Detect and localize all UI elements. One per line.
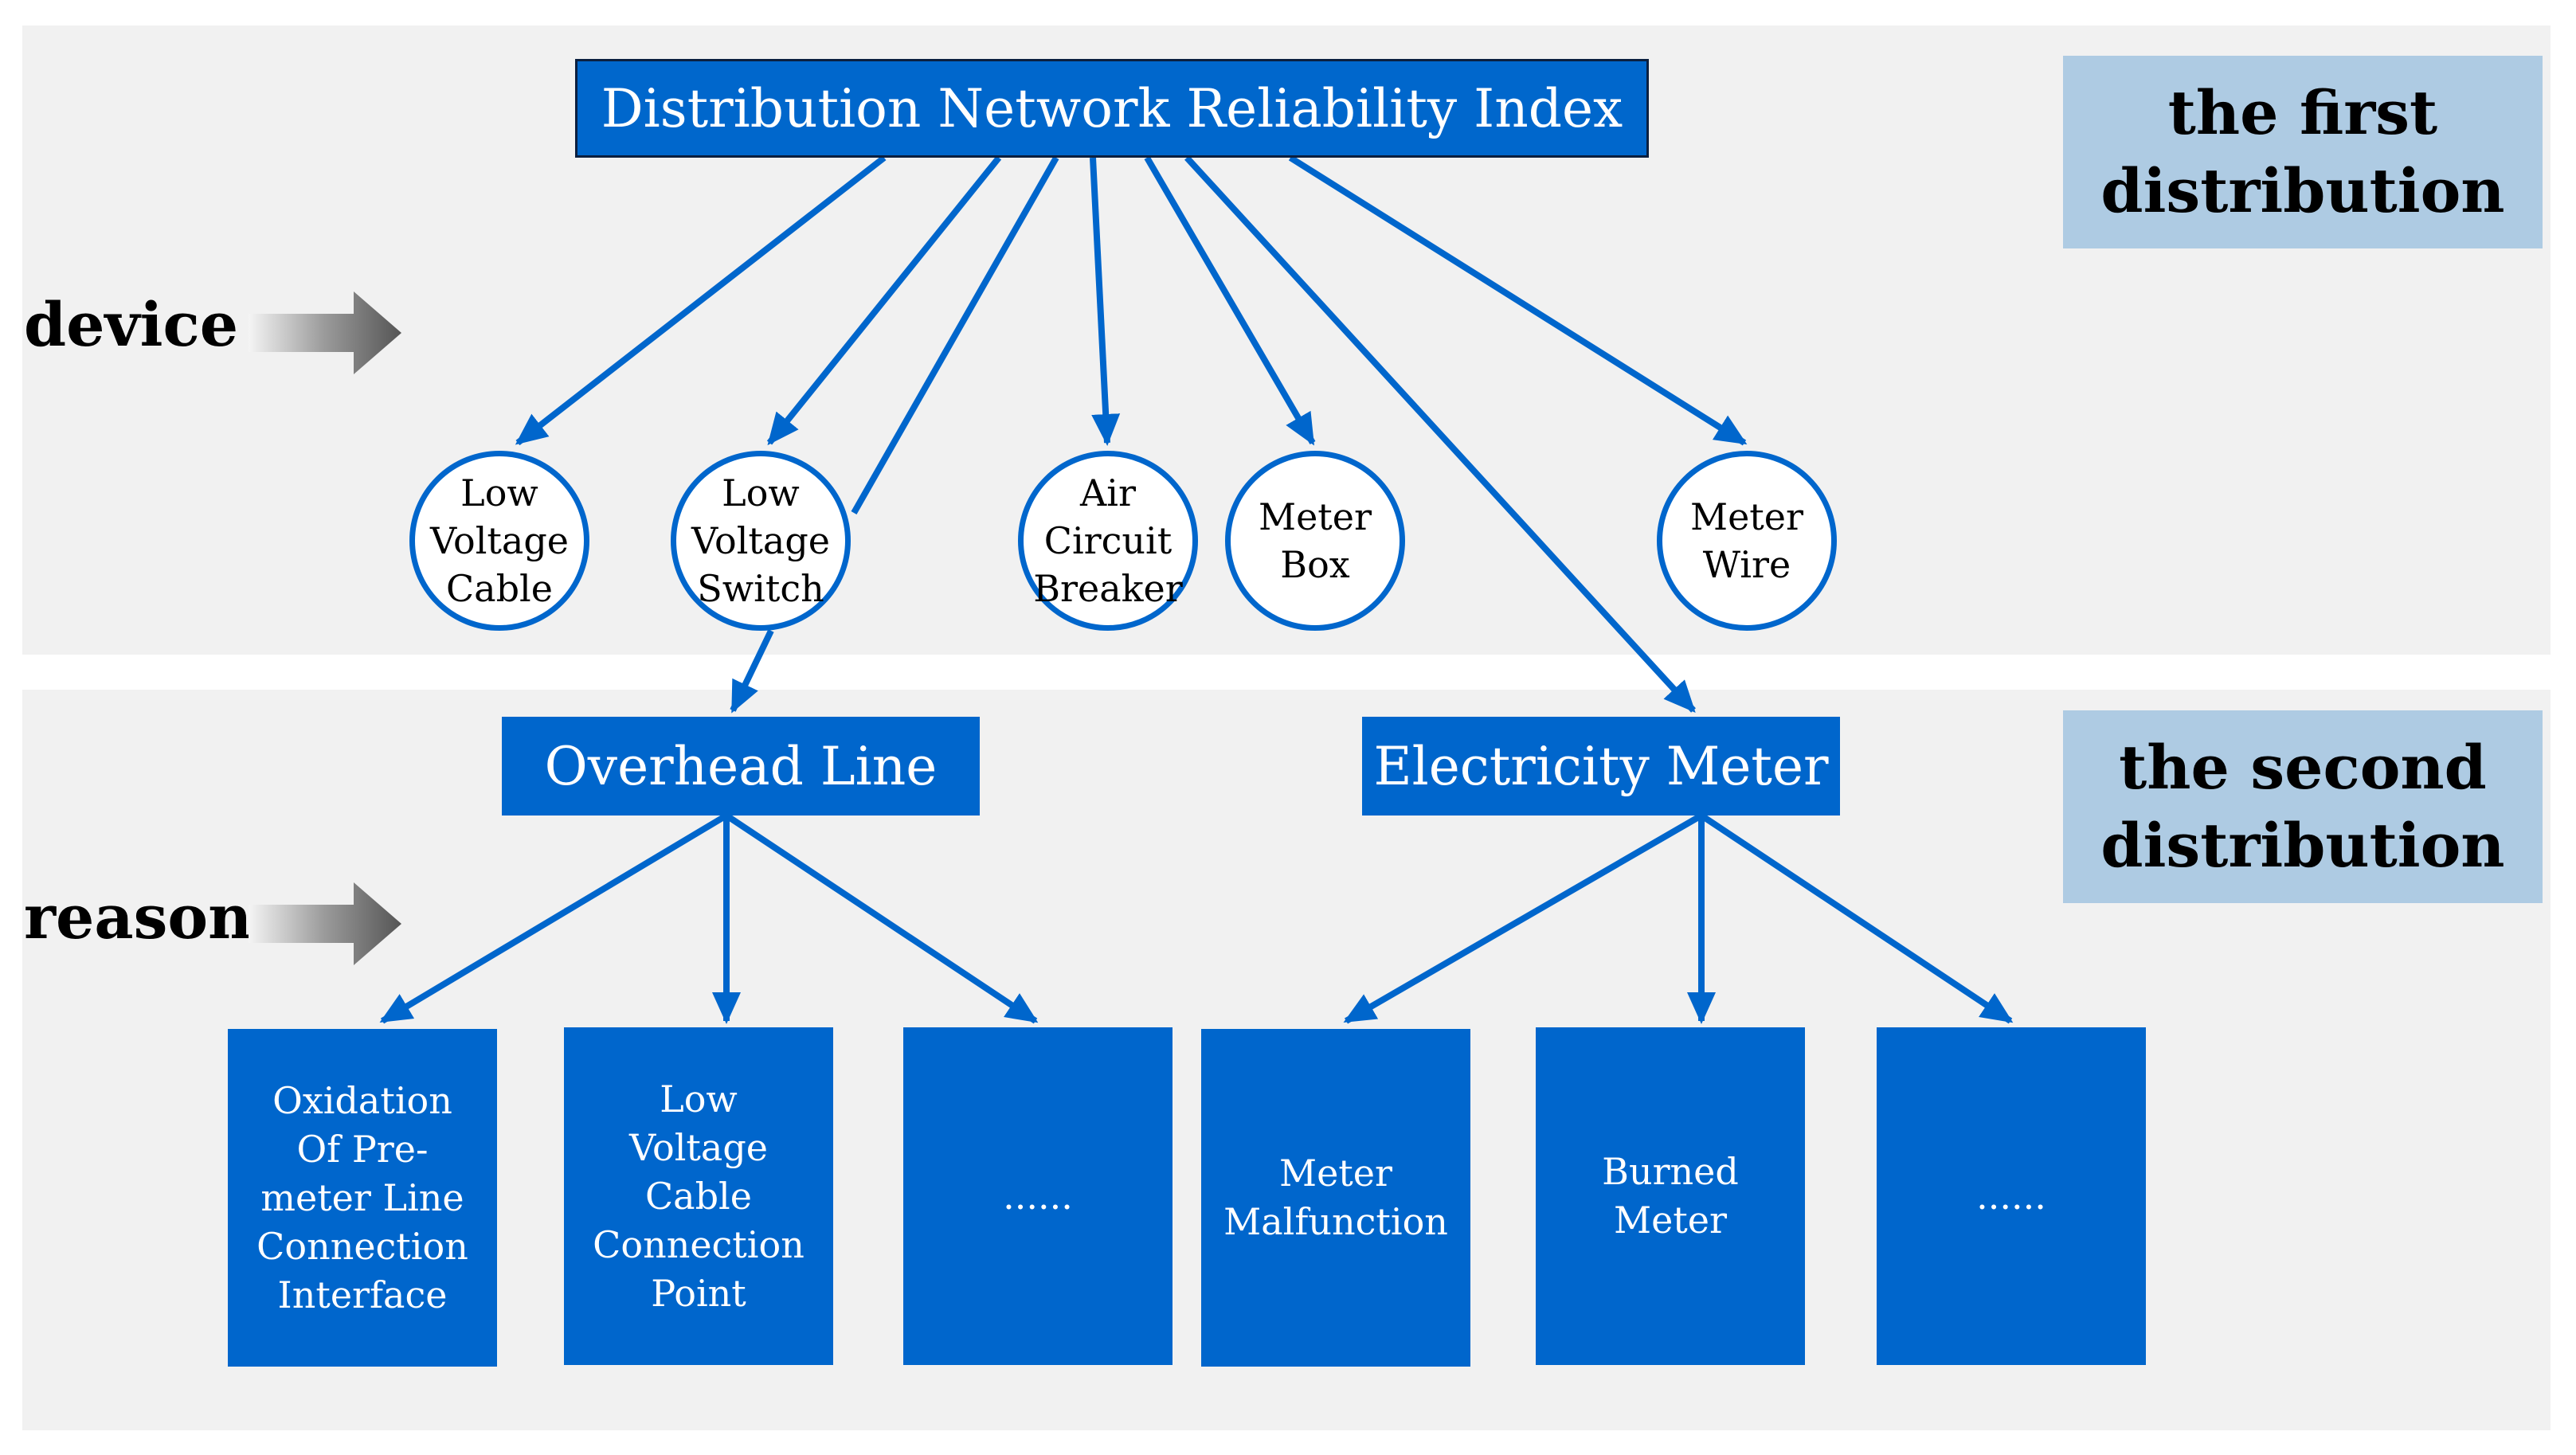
reason-level-label: reason [24, 882, 253, 952]
reason-node-meter-malfunction: Meter Malfunction [1201, 1029, 1470, 1367]
reason-node-meter-ellipsis: ...... [1877, 1027, 2146, 1365]
arrow-overhead-to-reason-3 [724, 812, 1039, 1024]
reason-node-burned-meter: Burned Meter [1536, 1027, 1805, 1365]
category-node-electricity-meter: Electricity Meter [1362, 717, 1840, 816]
arrow-root-to-air [1090, 157, 1121, 446]
arrow-root-to-cable [515, 154, 887, 446]
root-node-box: Distribution Network Reliability Index [575, 59, 1649, 158]
arrow-root-to-meterwire [1288, 154, 1748, 446]
device-node-meter-box: Meter Box [1225, 451, 1405, 631]
arrow-root-to-switch [766, 155, 1002, 446]
second-distribution-label: the second distribution [2063, 710, 2543, 903]
category-node-overhead-line: Overhead Line [502, 717, 980, 816]
device-node-air-circuit-breaker: Air Circuit Breaker [1018, 451, 1198, 631]
device-node-low-voltage-switch: Low Voltage Switch [671, 451, 851, 631]
arrow-root-to-overhead-line [851, 156, 1059, 514]
arrow-root-to-electricity-meter [1184, 155, 1696, 713]
reason-node-oxidation-interface: Oxidation Of Pre- meter Line Connection … [228, 1029, 497, 1367]
arrow-root-to-meterbox [1144, 155, 1316, 446]
arrow-overhead-to-reason-1 [379, 812, 729, 1024]
arrow-meter-to-reason-3 [1699, 812, 2014, 1024]
device-node-meter-wire: Meter Wire [1657, 451, 1837, 631]
first-distribution-label: the first distribution [2063, 56, 2543, 248]
reason-right-arrow-icon [249, 882, 401, 965]
reason-node-overhead-ellipsis: ...... [903, 1027, 1173, 1365]
device-right-arrow-icon [249, 291, 401, 374]
arrow-meter-to-reason-1 [1343, 812, 1704, 1024]
device-level-label: device [24, 289, 239, 360]
device-node-low-voltage-cable: Low Voltage Cable [409, 451, 589, 631]
arrow-switch-to-overhead-line [730, 629, 774, 714]
reason-node-cable-connection-point: Low Voltage Cable Connection Point [564, 1027, 833, 1365]
